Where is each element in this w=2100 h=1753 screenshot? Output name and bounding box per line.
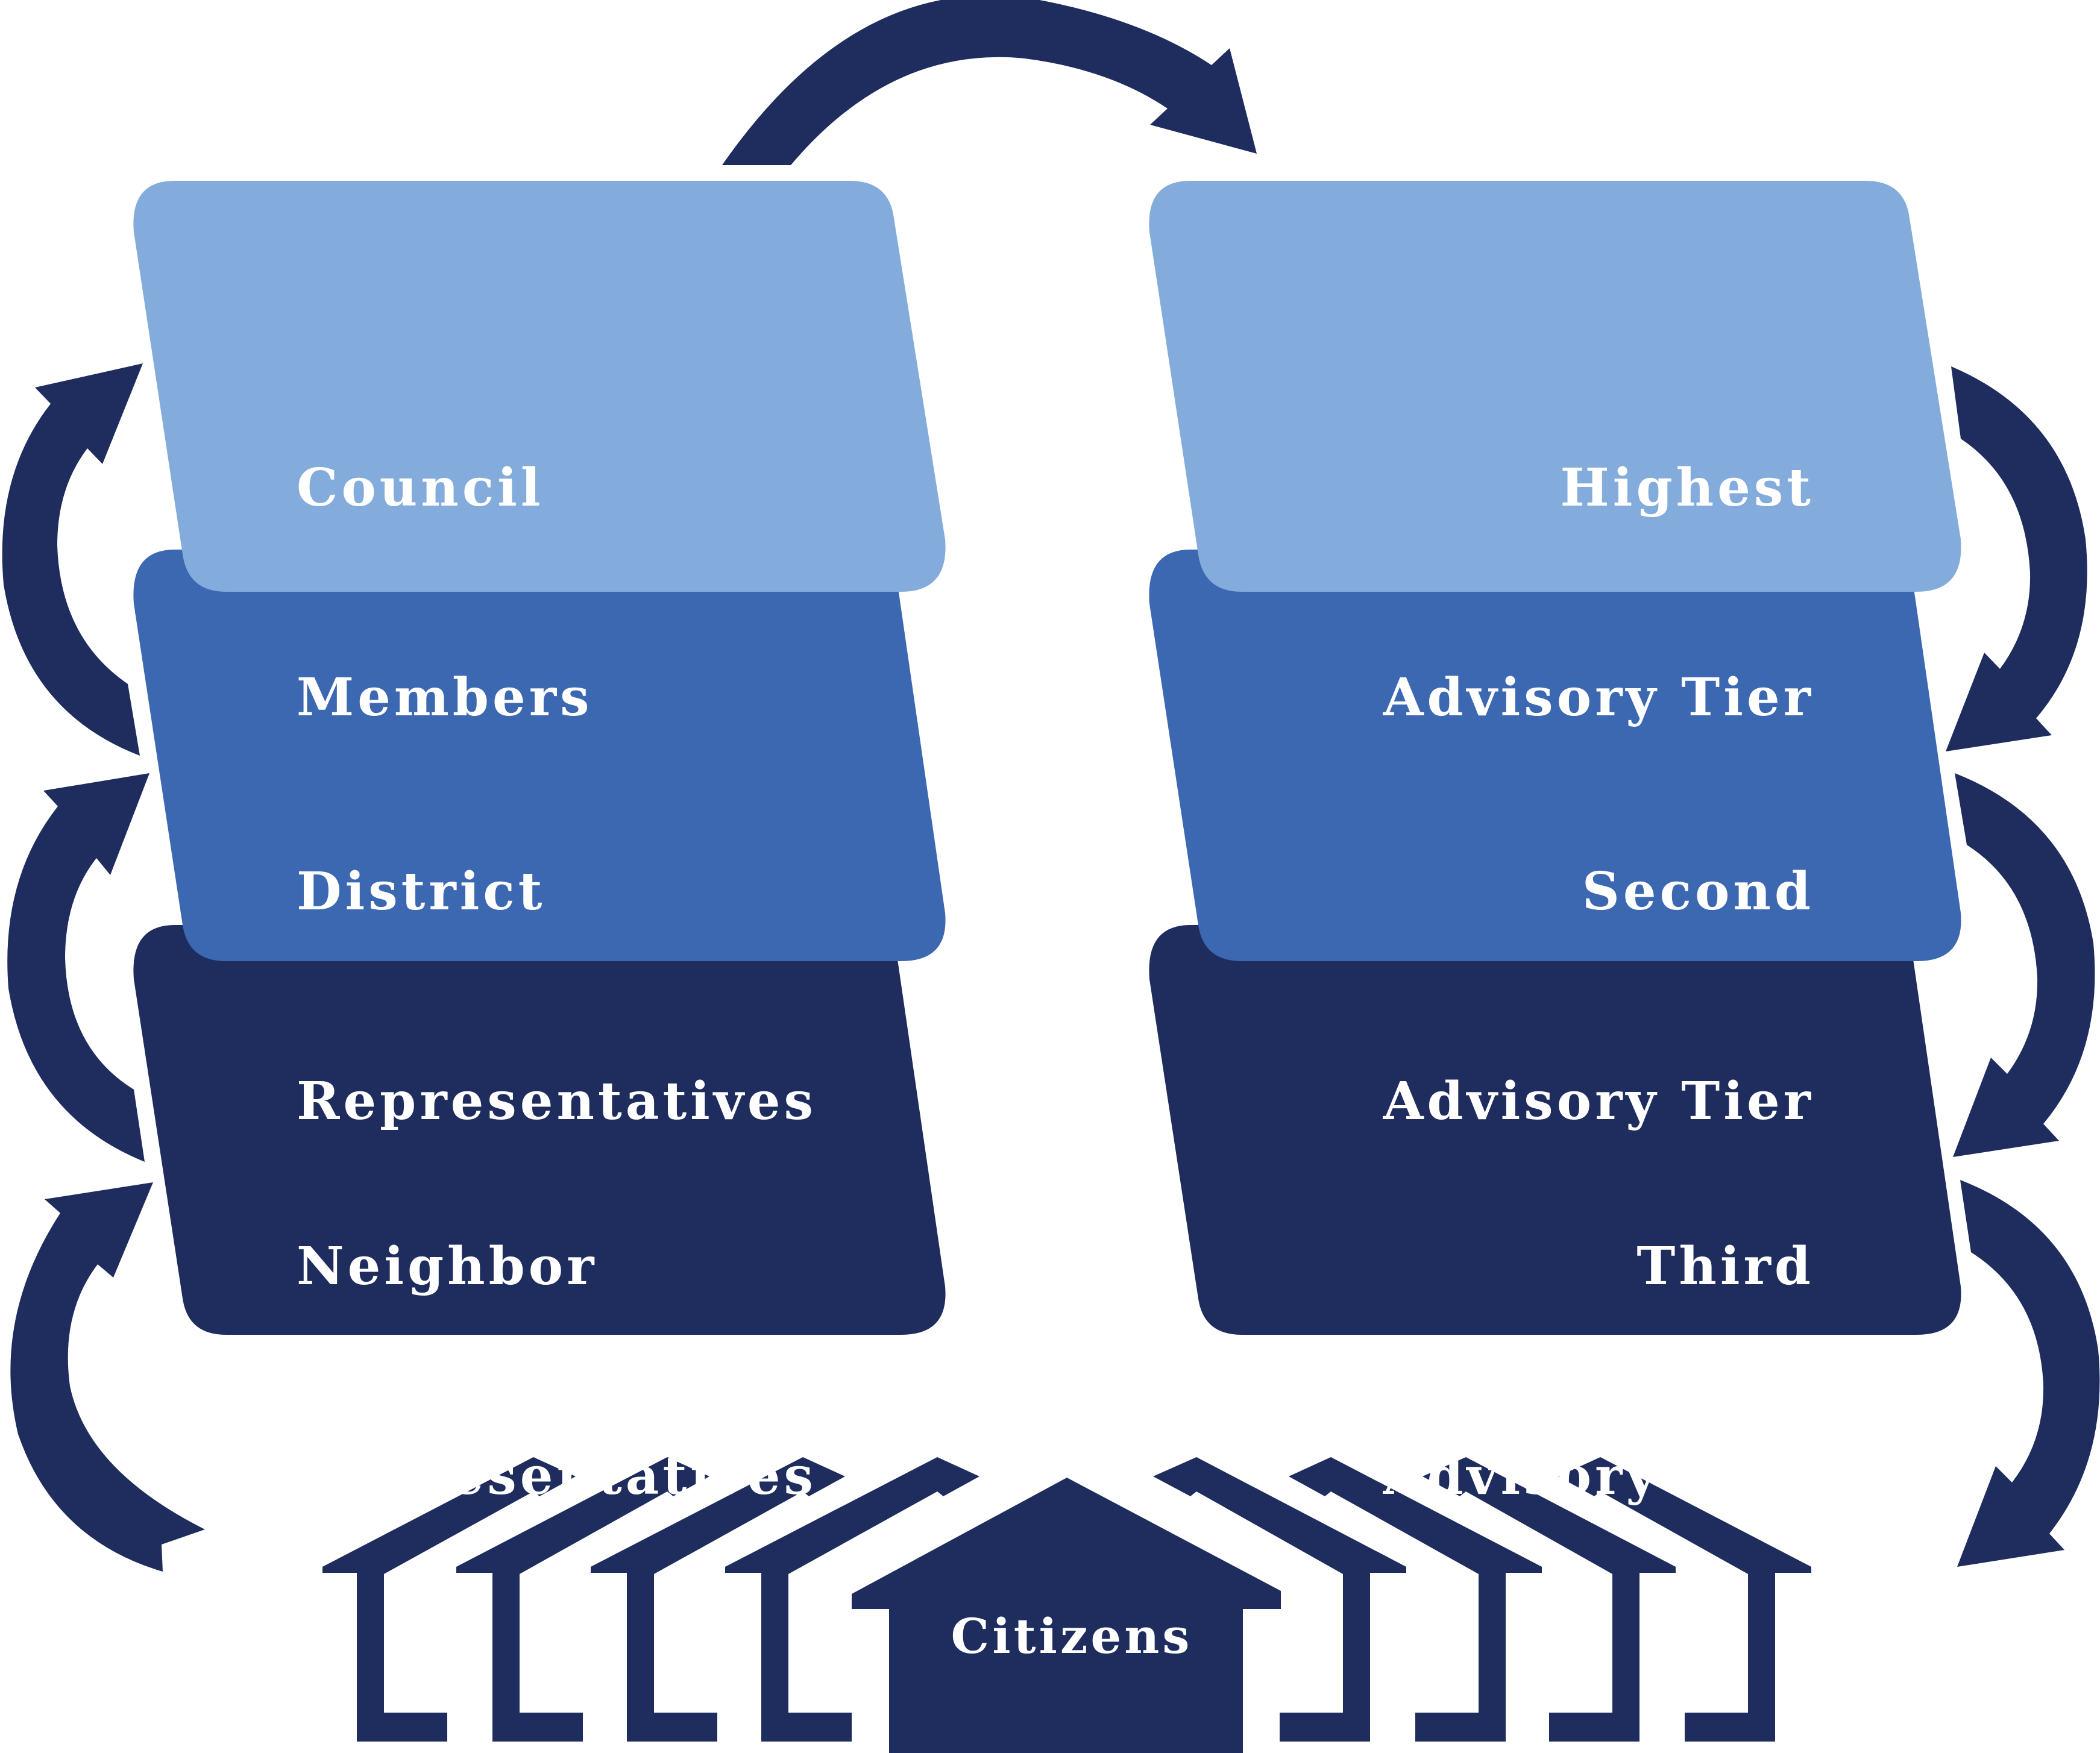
- label-line: Representatives: [297, 1071, 817, 1132]
- label-line: Representatives: [297, 1446, 817, 1507]
- label-line: Members: [297, 667, 593, 728]
- label-line: Third: [1636, 1236, 1814, 1297]
- right-cycle-arrows: [1946, 366, 2100, 1567]
- tier-block-highest-advisory: [1149, 181, 1961, 592]
- right-down-arrow-icon-3: [1957, 1180, 2100, 1567]
- house-outline-icon: [725, 1457, 979, 1742]
- highest-advisory-tier-label: Highest Advisory Tier: [1383, 313, 1814, 803]
- tier-block-council-members: [133, 181, 946, 592]
- label-line: Advisory Tier: [1383, 667, 1814, 728]
- district-representatives-label: District Representatives: [297, 717, 817, 1206]
- tier-block-second-advisory: [1149, 550, 1961, 961]
- citizens-houses: [322, 1457, 1811, 1753]
- tier-block-neighbor-representatives: [133, 925, 946, 1335]
- house-outline-icon: [456, 1457, 709, 1742]
- label-line: Second: [1582, 861, 1814, 922]
- house-outline-icon: [1423, 1457, 1676, 1742]
- label-line: Highest: [1560, 457, 1814, 518]
- label-line: Advisory Tier: [1383, 1071, 1814, 1132]
- house-outline-icon: [322, 1457, 576, 1742]
- second-advisory-tier-label: Second Advisory Tier: [1383, 717, 1814, 1206]
- top-arc-arrow-icon: [722, 0, 1257, 165]
- label-line: Advisory Tier: [1383, 1446, 1814, 1507]
- house-outline-icon: [1289, 1457, 1542, 1742]
- house-outline-icon: [1558, 1457, 1811, 1742]
- house-outline-icon: [591, 1457, 845, 1742]
- right-stack: [1149, 181, 1961, 1335]
- left-up-arrow-icon-2: [7, 773, 149, 1162]
- label-line: District: [297, 861, 546, 922]
- citizens-label: Citizens: [951, 1608, 1193, 1664]
- left-stack: [133, 181, 946, 1335]
- left-up-arrow-icon-1: [2, 363, 143, 756]
- right-down-arrow-icon-1: [1946, 366, 2087, 751]
- neighbor-representatives-label: Neighbor Representatives: [297, 1092, 817, 1581]
- left-up-arrow-icon-3: [10, 1182, 205, 1572]
- right-down-arrow-icon-2: [1953, 773, 2095, 1157]
- left-cycle-arrows: [2, 363, 205, 1572]
- central-house-icon: [852, 1478, 1281, 1753]
- house-outline-icon: [1153, 1457, 1406, 1742]
- label-line: Neighbor: [297, 1236, 598, 1297]
- label-line: Council: [297, 457, 544, 518]
- council-members-label: Council Members: [297, 313, 593, 803]
- tier-block-third-advisory: [1149, 925, 1961, 1335]
- tier-block-district-representatives: [133, 550, 946, 961]
- third-advisory-tier-label: Third Advisory Tier: [1383, 1092, 1814, 1581]
